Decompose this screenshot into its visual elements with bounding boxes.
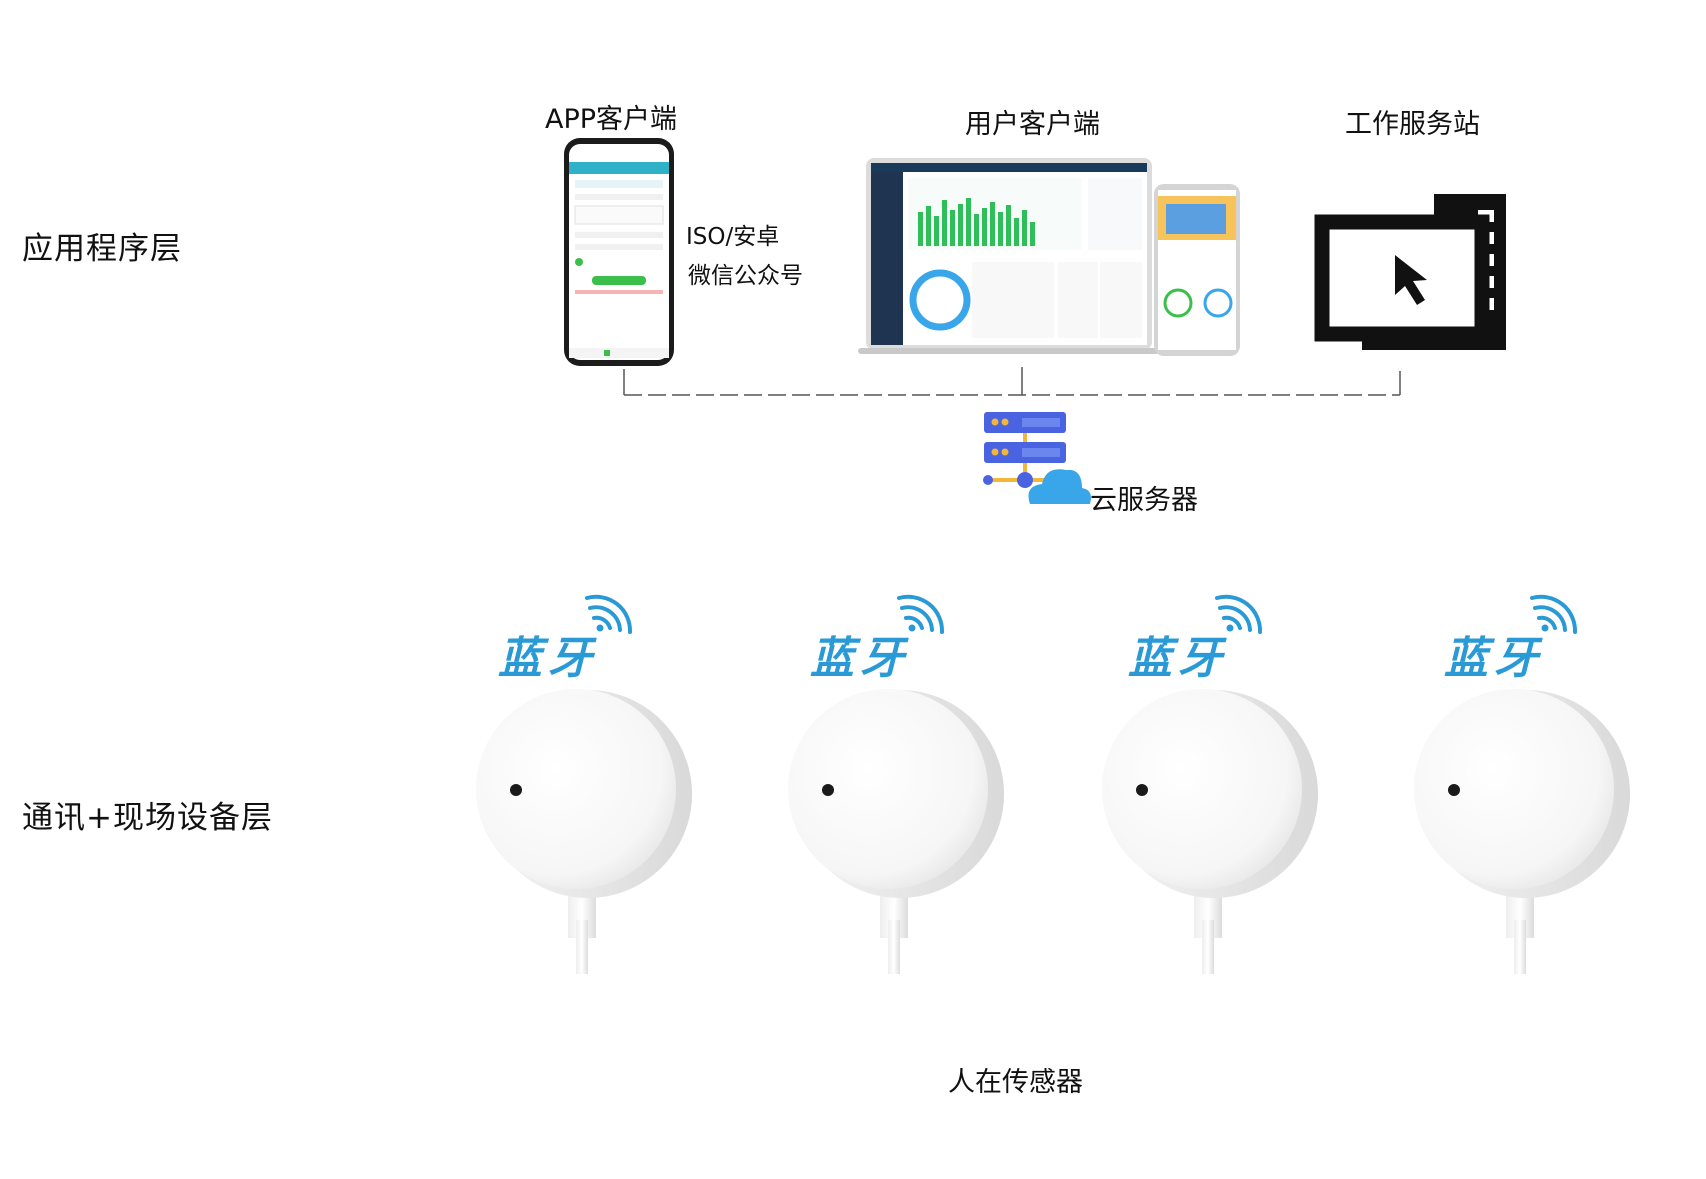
dashboard-monitor-icon: [858, 158, 1162, 354]
layer-label-device: 通讯+现场设备层: [22, 800, 273, 836]
cloud-server-label: 云服务器: [1090, 485, 1198, 516]
sensor-device: [788, 689, 1004, 974]
user-client-label: 用户客户端: [965, 109, 1100, 140]
sensor-label: 人在传感器: [948, 1067, 1083, 1098]
layer-label-application: 应用程序层: [22, 231, 182, 267]
bluetooth-label: 蓝牙: [498, 633, 598, 684]
mobile-preview-icon: [1154, 184, 1240, 356]
sensor-device: [1414, 689, 1630, 974]
signal-icon: [585, 594, 633, 634]
bluetooth-label: 蓝牙: [1128, 633, 1228, 684]
app-platform-ios-android: ISO/安卓: [686, 224, 780, 250]
signal-icon: [897, 594, 945, 634]
bluetooth-label: 蓝牙: [1444, 633, 1544, 684]
app-client-label: APP客户端: [545, 104, 678, 135]
cloud-server-icon: [983, 412, 1091, 504]
network-connector: [623, 367, 1401, 396]
signal-icon: [1530, 594, 1578, 634]
phone-icon: [564, 138, 674, 366]
sensor-device: [476, 689, 692, 974]
signal-icon: [1215, 594, 1263, 634]
bluetooth-label: 蓝牙: [810, 633, 910, 684]
app-platform-wechat: 微信公众号: [688, 263, 803, 289]
sensor-device: [1102, 689, 1318, 974]
workstation-label: 工作服务站: [1345, 109, 1480, 140]
computer-icon: [1314, 194, 1506, 350]
